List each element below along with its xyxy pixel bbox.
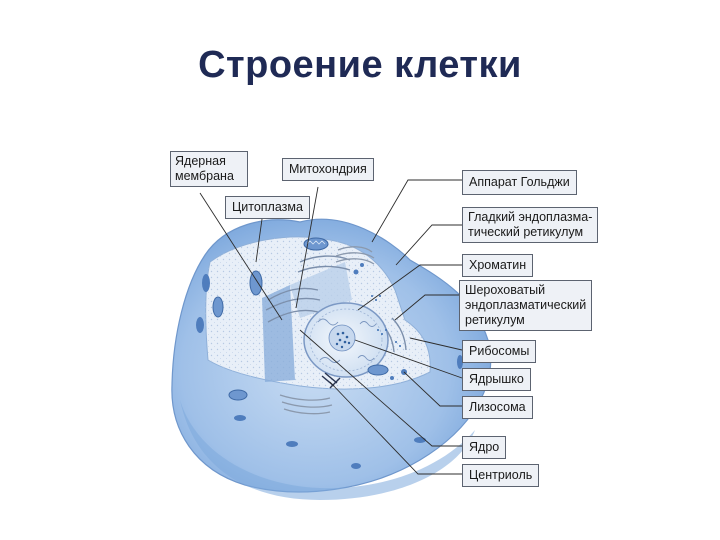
label-ribosomes: Рибосомы [462, 340, 537, 363]
label-chromatin: Хроматин [462, 254, 534, 277]
leader-lysosome [403, 371, 462, 407]
leader-ribosomes [409, 337, 463, 351]
label-smooth-er-line1: Гладкий эндоплазма- [468, 210, 593, 224]
cell-lower-shade [180, 400, 475, 500]
leader-nuclear-membrane [199, 192, 283, 321]
nucleolus [328, 324, 356, 352]
label-nuclear-membrane: Ядерная мембрана [170, 151, 248, 187]
label-centriole: Центриоль [462, 464, 540, 487]
page-title: Строение клетки [198, 44, 522, 86]
label-lysosome: Лизосома [462, 396, 533, 419]
cut-side-face [262, 285, 295, 382]
label-smooth-er: Гладкий эндоплазма- тический ретикулум [462, 207, 599, 243]
chromatin [317, 318, 377, 363]
label-cytoplasm: Цитоплазма [225, 196, 310, 219]
golgi-apparatus [279, 246, 375, 415]
rough-er [265, 255, 407, 353]
leader-mitochondrion [295, 186, 319, 309]
label-rough-er-line3: ретикулум [465, 313, 525, 327]
leader-smooth-er [395, 224, 462, 266]
label-rough-er-line1: Шероховатый [465, 283, 546, 297]
nucleolus-dots [335, 331, 351, 349]
leader-rough-er [394, 294, 462, 321]
label-nucleolus: Ядрышко [462, 368, 531, 391]
label-rough-er: Шероховатый эндоплазматический ретикулум [459, 280, 593, 331]
label-nucleus: Ядро [462, 436, 507, 459]
label-nuclear-membrane-text: Ядерная мембрана [175, 154, 234, 183]
label-mitochondrion: Митохондрия [282, 158, 374, 181]
label-golgi: Аппарат Гольджи [462, 170, 577, 195]
leader-golgi [371, 179, 462, 243]
leader-nucleolus [354, 339, 463, 379]
leader-chromatin [357, 264, 462, 311]
leader-centriole [329, 381, 462, 475]
label-rough-er-line2: эндоплазматический [465, 298, 587, 312]
leader-nucleus [299, 329, 462, 447]
leader-cytoplasm [255, 218, 263, 263]
mitochondria [196, 237, 463, 469]
ribosomes [371, 295, 401, 347]
label-smooth-er-line2: тический ретикулум [468, 225, 584, 239]
